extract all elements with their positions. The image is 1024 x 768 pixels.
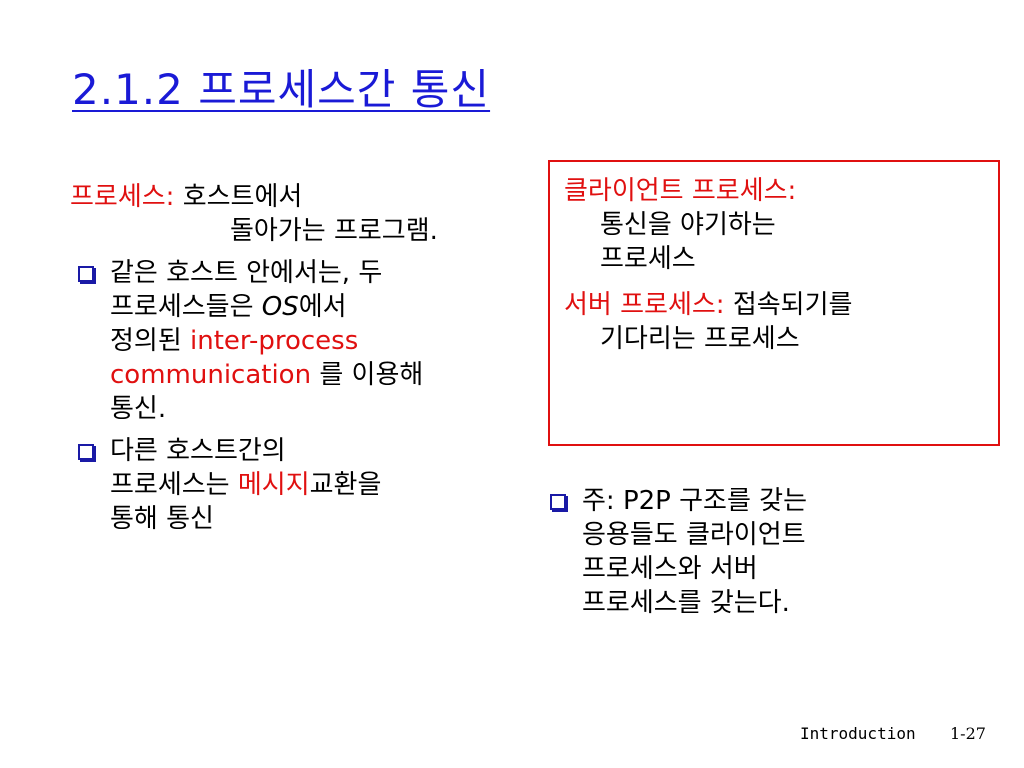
process-definition: 프로세스: 호스트에서	[70, 180, 510, 214]
note-line-4: 프로세스를 갖는다.	[582, 588, 790, 618]
square-bullet-icon	[550, 494, 566, 510]
bullet-same-host: 같은 호스트 안에서는, 두 프로세스들은 OS에서 정의된 inter-pro…	[70, 256, 510, 426]
ipc-term-part-2: communication	[110, 360, 312, 390]
bullet-2-line-2-post: 교환을	[309, 470, 382, 500]
bullet-1-line-2-pre: 프로세스들은	[110, 292, 254, 322]
square-bullet-icon	[78, 444, 94, 460]
server-process-term: 서버 프로세스:	[564, 290, 725, 320]
client-process-term: 클라이언트 프로세스:	[564, 176, 797, 206]
process-definition-text-1: 호스트에서	[182, 182, 303, 212]
bullet-2-line-1: 다른 호스트간의	[110, 436, 286, 466]
bullet-1-line-4-post: 를 이용해	[319, 360, 424, 390]
process-definition-text-2: 돌아가는 프로그램.	[230, 216, 438, 246]
note-line-1-post: 구조를 갖는	[679, 486, 807, 516]
bullet-2-line-3: 통해 통신	[110, 504, 214, 534]
note-line-2: 응용들도 클라이언트	[582, 520, 806, 550]
bullet-different-host: 다른 호스트간의 프로세스는 메시지교환을 통해 통신	[70, 434, 510, 536]
note-line-1: 주: P2P 구조를 갖는	[582, 484, 982, 518]
client-process-line-2: 프로세스	[600, 244, 696, 274]
footer-section-label: Introduction	[800, 724, 916, 743]
page-number: 1-27	[950, 724, 986, 743]
bullet-1-line-4: communication 를 이용해	[110, 358, 510, 392]
server-process-line-2: 기다리는 프로세스	[600, 324, 800, 354]
note-line-1-pre: 주:	[582, 486, 615, 516]
bullet-1-line-5: 통신.	[110, 394, 167, 424]
os-term: OS	[261, 292, 299, 322]
client-server-definition-box: 클라이언트 프로세스: 통신을 야기하는 프로세스 서버 프로세스: 접속되기를…	[548, 160, 1000, 446]
bullet-1-line-3: 정의된 inter-process	[110, 324, 510, 358]
slide-title: 2.1.2 프로세스간 통신	[72, 65, 491, 114]
client-process-line-1: 통신을 야기하는	[600, 210, 776, 240]
process-term: 프로세스:	[70, 182, 175, 212]
left-column: 프로세스: 호스트에서 돌아가는 프로그램. 같은 호스트 안에서는, 두 프로…	[70, 180, 510, 536]
p2p-note: 주: P2P 구조를 갖는 응용들도 클라이언트 프로세스와 서버 프로세스를 …	[542, 484, 982, 620]
bullet-1-line-1: 같은 호스트 안에서는, 두	[110, 258, 383, 288]
message-term: 메시지	[237, 470, 310, 500]
server-process-definition: 서버 프로세스: 접속되기를	[564, 288, 984, 322]
bullet-2-line-2-pre: 프로세스는	[110, 470, 230, 500]
note-line-3: 프로세스와 서버	[582, 554, 758, 584]
square-bullet-icon	[78, 266, 94, 282]
bullet-1-line-2-post: 에서	[298, 292, 347, 322]
p2p-term: P2P	[622, 486, 671, 516]
ipc-term-part-1: inter-process	[190, 326, 359, 356]
bullet-p2p-note: 주: P2P 구조를 갖는 응용들도 클라이언트 프로세스와 서버 프로세스를 …	[542, 484, 982, 620]
bullet-1-line-2: 프로세스들은 OS에서	[110, 290, 510, 324]
bullet-2-line-2: 프로세스는 메시지교환을	[110, 468, 510, 502]
bullet-1-line-3-pre: 정의된	[110, 326, 182, 356]
server-process-text: 접속되기를	[732, 290, 853, 320]
